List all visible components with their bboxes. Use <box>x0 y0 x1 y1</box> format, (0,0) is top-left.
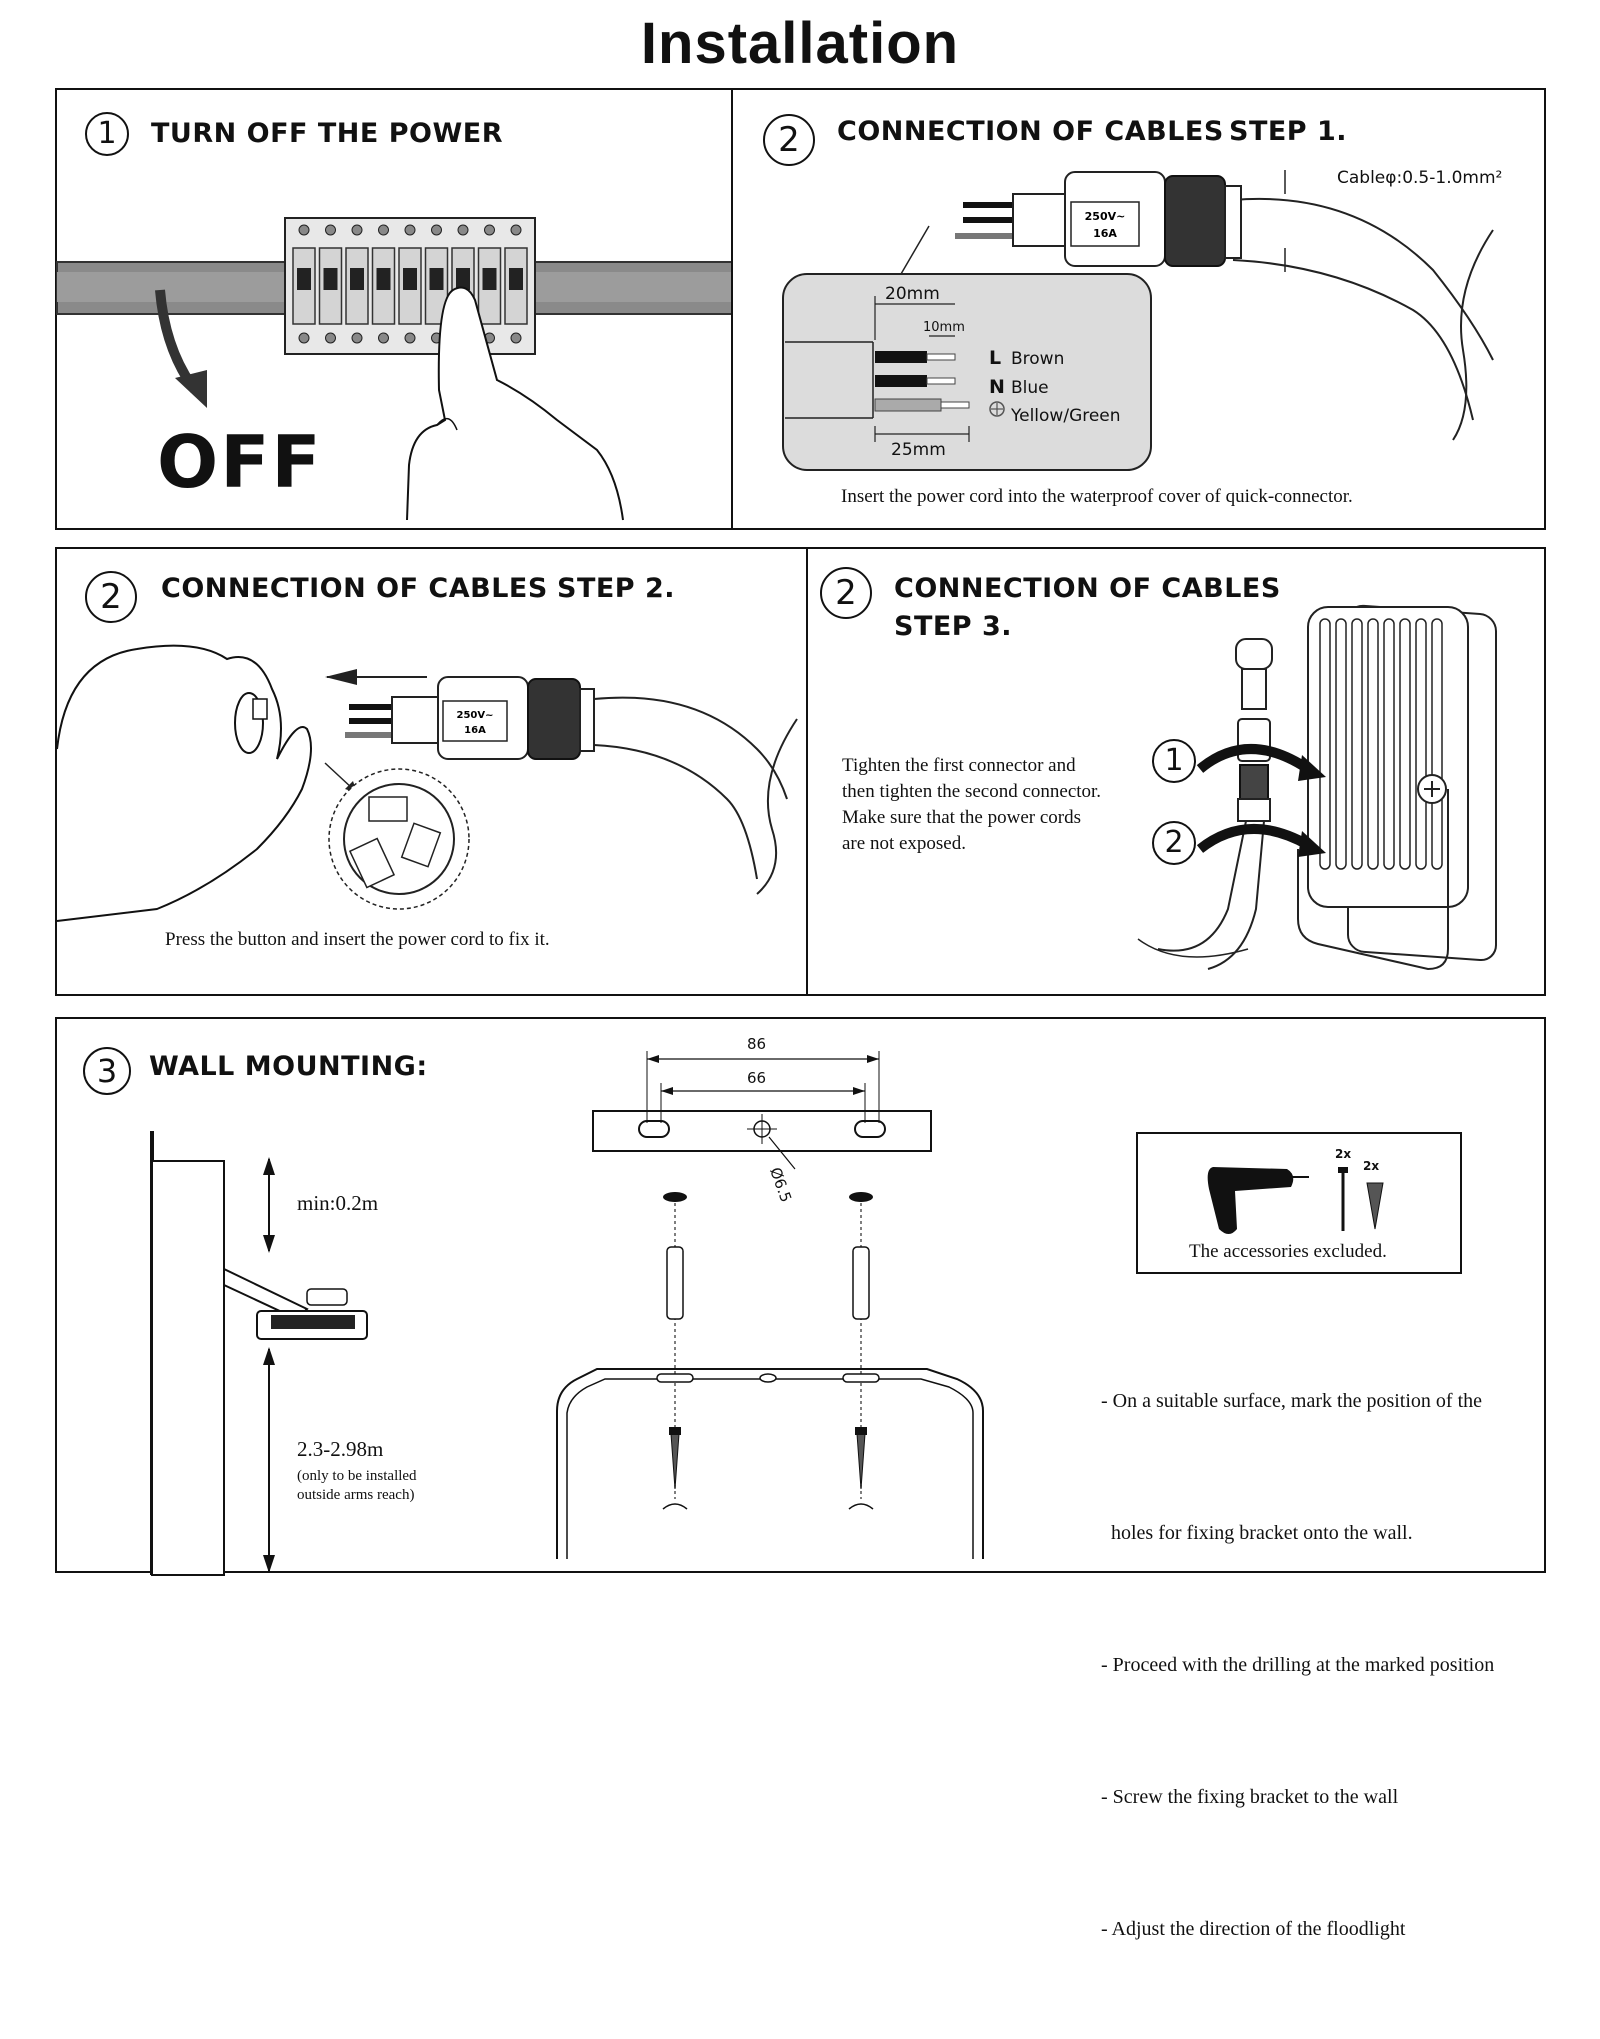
panel-heading: CONNECTION OF CABLES <box>161 573 548 604</box>
instruction-line: Tighten the first connector and <box>842 755 1076 776</box>
svg-text:16A: 16A <box>1093 227 1117 240</box>
step-number: 2 <box>85 571 137 623</box>
instruction-line: Make sure that the power cords <box>842 807 1082 828</box>
mounting-step: - On a suitable surface, mark the positi… <box>1101 1390 1482 1412</box>
cable-spec: Cableφ:0.5-1.0mm² <box>1337 168 1503 188</box>
mount-height-label: 2.3-2.98m <box>297 1437 384 1461</box>
step-number: 3 <box>83 1047 131 1095</box>
marker-first-connector: 1 <box>1152 739 1196 783</box>
marker-second-connector: 2 <box>1152 821 1196 865</box>
mounting-steps: - On a suitable surface, mark the positi… <box>1101 1291 1494 2039</box>
connector-illustration: 250V~ 16A <box>782 170 1494 471</box>
qty-screws: 2x <box>1335 1147 1352 1161</box>
svg-text:250V~: 250V~ <box>1085 210 1126 223</box>
svg-text:16A: 16A <box>464 725 486 736</box>
panel-caption: Insert the power cord into the waterproo… <box>841 486 1353 507</box>
svg-text:250V~: 250V~ <box>457 710 494 721</box>
mount-note: (only to be installed outside arms reach… <box>297 1468 417 1503</box>
qty-anchors: 2x <box>1363 1159 1380 1173</box>
page-title: Installation <box>640 11 960 76</box>
tighten-instructions: Tighten the first connector and then tig… <box>842 753 1101 857</box>
panel-cables-step1: 2 CONNECTION OF CABLES STEP 1. Cableφ:0.… <box>731 88 1546 530</box>
panel-wall-mounting: 3 WALL MOUNTING: <box>55 1017 1546 1940</box>
panel-cables-step2: 2 CONNECTION OF CABLES STEP 2. 250V~ 16A… <box>55 547 808 996</box>
mounting-step: holes for fixing bracket onto the wall. <box>1101 1522 1413 1544</box>
instruction-line: are not exposed. <box>842 833 966 854</box>
instruction-line: then tighten the second connector. <box>842 781 1102 802</box>
panel-turn-off-power: 1 TURN OFF THE POWER OFF <box>55 88 734 530</box>
mounting-diagram <box>150 1051 1462 1576</box>
panel-heading: CONNECTION OF CABLES <box>894 573 1281 604</box>
mounting-step: - Screw the fixing bracket to the wall <box>1101 1786 1399 1808</box>
dim-20mm: 20mm <box>885 284 940 304</box>
step-number: 2 <box>820 567 872 619</box>
dim-66: 66 <box>747 1069 767 1087</box>
step-label: STEP 2. <box>557 573 676 604</box>
dim-86: 86 <box>747 1035 767 1053</box>
floodlight-illustration <box>1137 604 1497 971</box>
step-label: STEP 1. <box>1229 116 1348 147</box>
step-number: 1 <box>85 112 129 156</box>
dim-10mm: 10mm <box>923 320 965 335</box>
min-clearance-label: min:0.2m <box>297 1191 379 1215</box>
panel-cables-step3: 2 CONNECTION OF CABLES STEP 3. Tighten t… <box>806 547 1546 996</box>
push-connector-illustration: 250V~ 16A <box>56 644 798 922</box>
dim-25mm: 25mm <box>891 440 946 460</box>
step-label: STEP 3. <box>894 611 1013 642</box>
off-label: OFF <box>157 420 323 504</box>
panel-heading: WALL MOUNTING: <box>149 1051 428 1082</box>
panel-heading: CONNECTION OF CABLES <box>837 116 1224 147</box>
mounting-step: - Adjust the direction of the floodlight <box>1101 1918 1406 1940</box>
breaker-illustration <box>56 217 734 521</box>
mounting-step: - Proceed with the drilling at the marke… <box>1101 1654 1495 1676</box>
panel-caption: Press the button and insert the power co… <box>165 929 550 950</box>
step-number: 2 <box>763 114 815 166</box>
panel-heading: TURN OFF THE POWER <box>151 118 503 149</box>
accessories-note: The accessories excluded. <box>1189 1241 1387 1262</box>
wire-earth: Yellow/Green <box>1011 406 1121 426</box>
